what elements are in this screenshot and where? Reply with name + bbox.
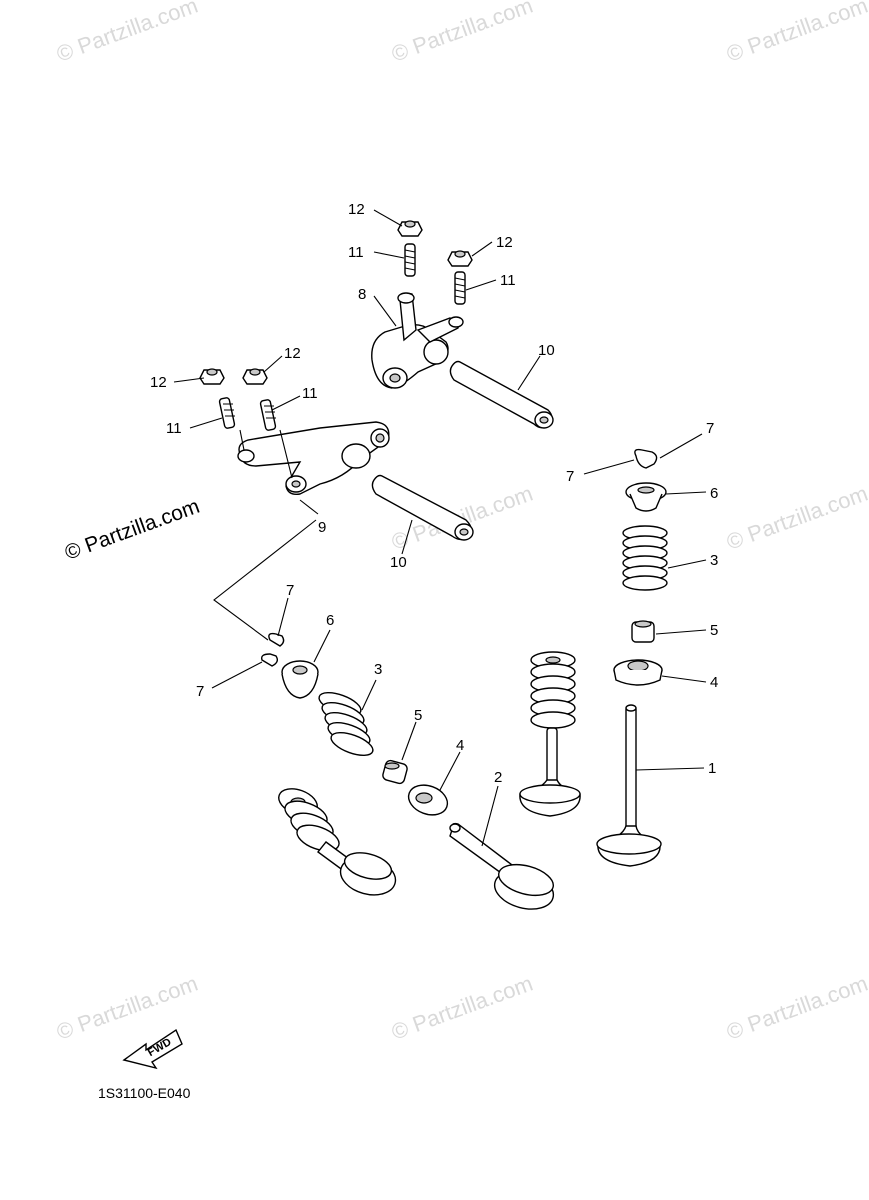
cotter-left-a: [268, 632, 285, 647]
watermark-text-dark: © Partzilla.com: [62, 495, 203, 565]
nut-upper-b: [447, 250, 473, 267]
watermark-text: © Partzilla.com: [723, 0, 869, 67]
callout-retainer: 6: [710, 485, 718, 502]
callout-seat: 4: [456, 737, 464, 754]
spring-left: [318, 691, 374, 757]
callout-rocker-arm: 8: [358, 286, 366, 303]
adjuster-upper-b: [454, 271, 466, 305]
nut-upper-a: [397, 220, 423, 237]
callout-cotter: 7: [566, 468, 574, 485]
retainer-right: [625, 482, 667, 512]
adjuster-lower-b: [259, 399, 277, 431]
valve-left-exhaust: [449, 822, 555, 910]
callout-adjuster: 11: [302, 385, 318, 402]
watermark-text: © Partzilla.com: [388, 0, 536, 67]
callout-labels: 12 11 12 11 8 10 12 12 11 11 9 10 7 7 6 …: [150, 201, 718, 786]
callout-valve: 1: [708, 760, 716, 777]
watermark-text: © Partzilla.com: [53, 971, 201, 1045]
seat-right: [613, 659, 663, 686]
cotter-right: [634, 448, 658, 469]
watermark-text: © Partzilla.com: [53, 0, 201, 67]
spring-right: [622, 525, 668, 591]
adjuster-upper-a: [404, 243, 416, 277]
callout-spring: 3: [710, 552, 718, 569]
callout-cotter: 7: [196, 683, 204, 700]
callout-nut: 12: [496, 234, 513, 251]
nut-lower-b: [242, 368, 268, 385]
seal-left: [382, 759, 408, 785]
rocker-arm-upper: [371, 292, 464, 389]
watermark-text: © Partzilla.com: [723, 481, 869, 555]
callout-cotter: 7: [706, 420, 714, 437]
callout-cotter: 7: [286, 582, 294, 599]
callout-seal: 5: [414, 707, 422, 724]
callout-nut: 12: [150, 374, 167, 391]
callout-rocker-arm: 9: [318, 519, 326, 536]
forward-arrow-icon: FWD: [122, 1028, 183, 1070]
callout-shaft: 10: [390, 554, 407, 571]
callout-spring: 3: [374, 661, 382, 678]
valve-assembled-left: [278, 788, 397, 896]
seal-right: [631, 620, 655, 643]
valve-right-intake: [596, 704, 662, 867]
nut-lower-a: [199, 368, 225, 385]
callout-retainer: 6: [326, 612, 334, 629]
shaft-lower: [371, 474, 474, 541]
callout-adjuster: 11: [166, 420, 182, 437]
valve-assembled-middle: [519, 651, 581, 817]
diagram-code: 1S31100-E040: [98, 1085, 191, 1101]
callout-shaft: 10: [538, 342, 555, 359]
adjuster-lower-a: [218, 397, 236, 429]
callout-nut: 12: [348, 201, 365, 218]
cotter-left-b: [260, 653, 279, 667]
callout-nut: 12: [284, 345, 301, 362]
callout-adjuster: 11: [500, 272, 516, 289]
seat-left: [407, 784, 449, 816]
watermark-text: © Partzilla.com: [388, 971, 536, 1045]
leader-lines: [173, 209, 707, 847]
rocker-arm-lower: [237, 421, 390, 496]
shaft-upper: [449, 360, 554, 429]
callout-adjuster: 11: [348, 244, 364, 261]
callout-valve: 2: [494, 769, 502, 786]
watermark-text: © Partzilla.com: [723, 971, 869, 1045]
callout-seal: 5: [710, 622, 718, 639]
retainer-left: [281, 660, 319, 699]
callout-seat: 4: [710, 674, 718, 691]
